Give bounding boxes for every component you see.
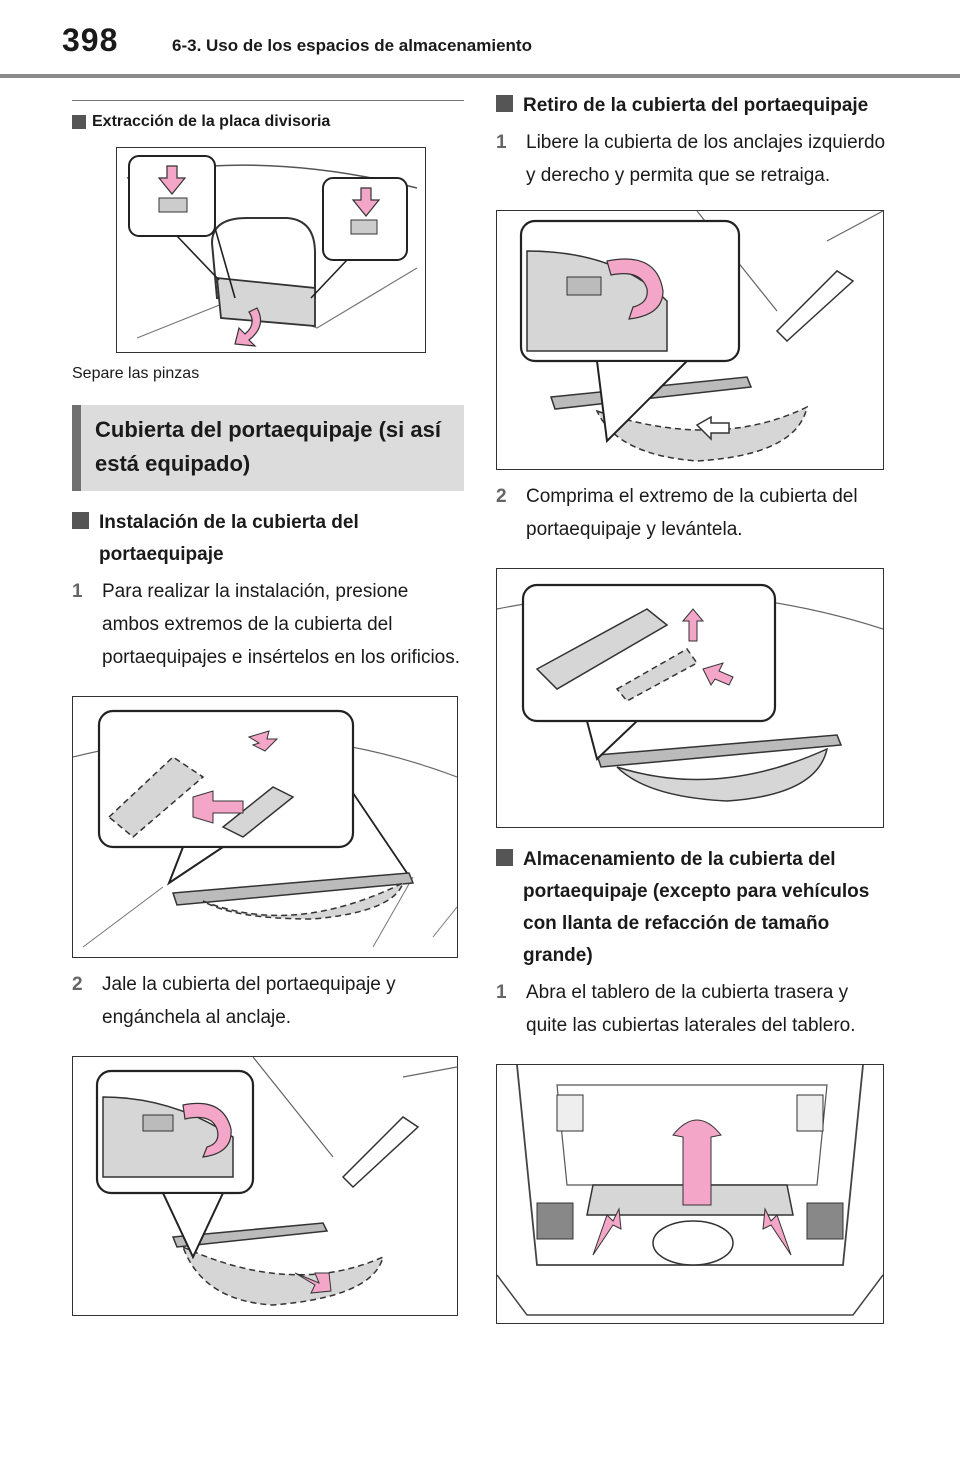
remove-step-2: 2 Comprima el extremo de la cubierta del…: [496, 486, 858, 540]
install-step-1: 1 Para realizar la instalación, presione…: [72, 581, 461, 668]
left-column: Extracción de la placa divisoria Separe …: [72, 90, 464, 1316]
square-bullet-icon: [496, 95, 513, 112]
subheading-storage: Almacenamiento de la cubierta del portae…: [496, 844, 886, 972]
divider-illustration: [126, 155, 418, 347]
square-bullet-icon: [72, 115, 86, 129]
header-rule: [0, 74, 960, 78]
figure-remove-lift: [496, 568, 884, 828]
chapter-title: 6-3. Uso de los espacios de almacenamien…: [172, 36, 532, 55]
divider-line: [72, 100, 464, 101]
install-press-illustration: [73, 709, 457, 948]
remove-release-illustration: [519, 211, 883, 462]
subheading-divider: Extracción de la placa divisoria: [72, 113, 464, 131]
figure-caption: Separe las pinzas: [72, 365, 200, 382]
figure-remove-release: [496, 210, 884, 470]
remove-lift-illustration: [497, 583, 883, 802]
figure-divider-removal: [116, 147, 426, 353]
figure-install-hook: [72, 1056, 458, 1316]
remove-step-1: 1 Libere la cubierta de los anclajes izq…: [496, 132, 886, 186]
figure-storage: [496, 1064, 884, 1324]
square-bullet-icon: [496, 849, 513, 866]
section-title-box: Cubierta del portaequipaje (si así está …: [72, 405, 464, 491]
page-header: 398 6-3. Uso de los espacios de almacena…: [0, 0, 960, 80]
storage-illustration: [497, 1065, 883, 1316]
page-number: 398: [62, 22, 119, 58]
subheading-install: Instalación de la cubierta del portaequi…: [72, 507, 464, 571]
right-column: Retiro de la cubierta del portaequipaje …: [496, 90, 886, 1324]
storage-step-1: 1 Abra el tablero de la cubierta trasera…: [496, 982, 856, 1036]
figure-install-press: [72, 696, 458, 958]
section-title: Cubierta del portaequipaje (si así está …: [95, 417, 441, 476]
install-step-2: 2 Jale la cubierta del portaequipaje y e…: [72, 974, 396, 1028]
square-bullet-icon: [72, 512, 89, 529]
subheading-remove: Retiro de la cubierta del portaequipaje: [496, 90, 886, 122]
install-hook-illustration: [95, 1057, 457, 1306]
